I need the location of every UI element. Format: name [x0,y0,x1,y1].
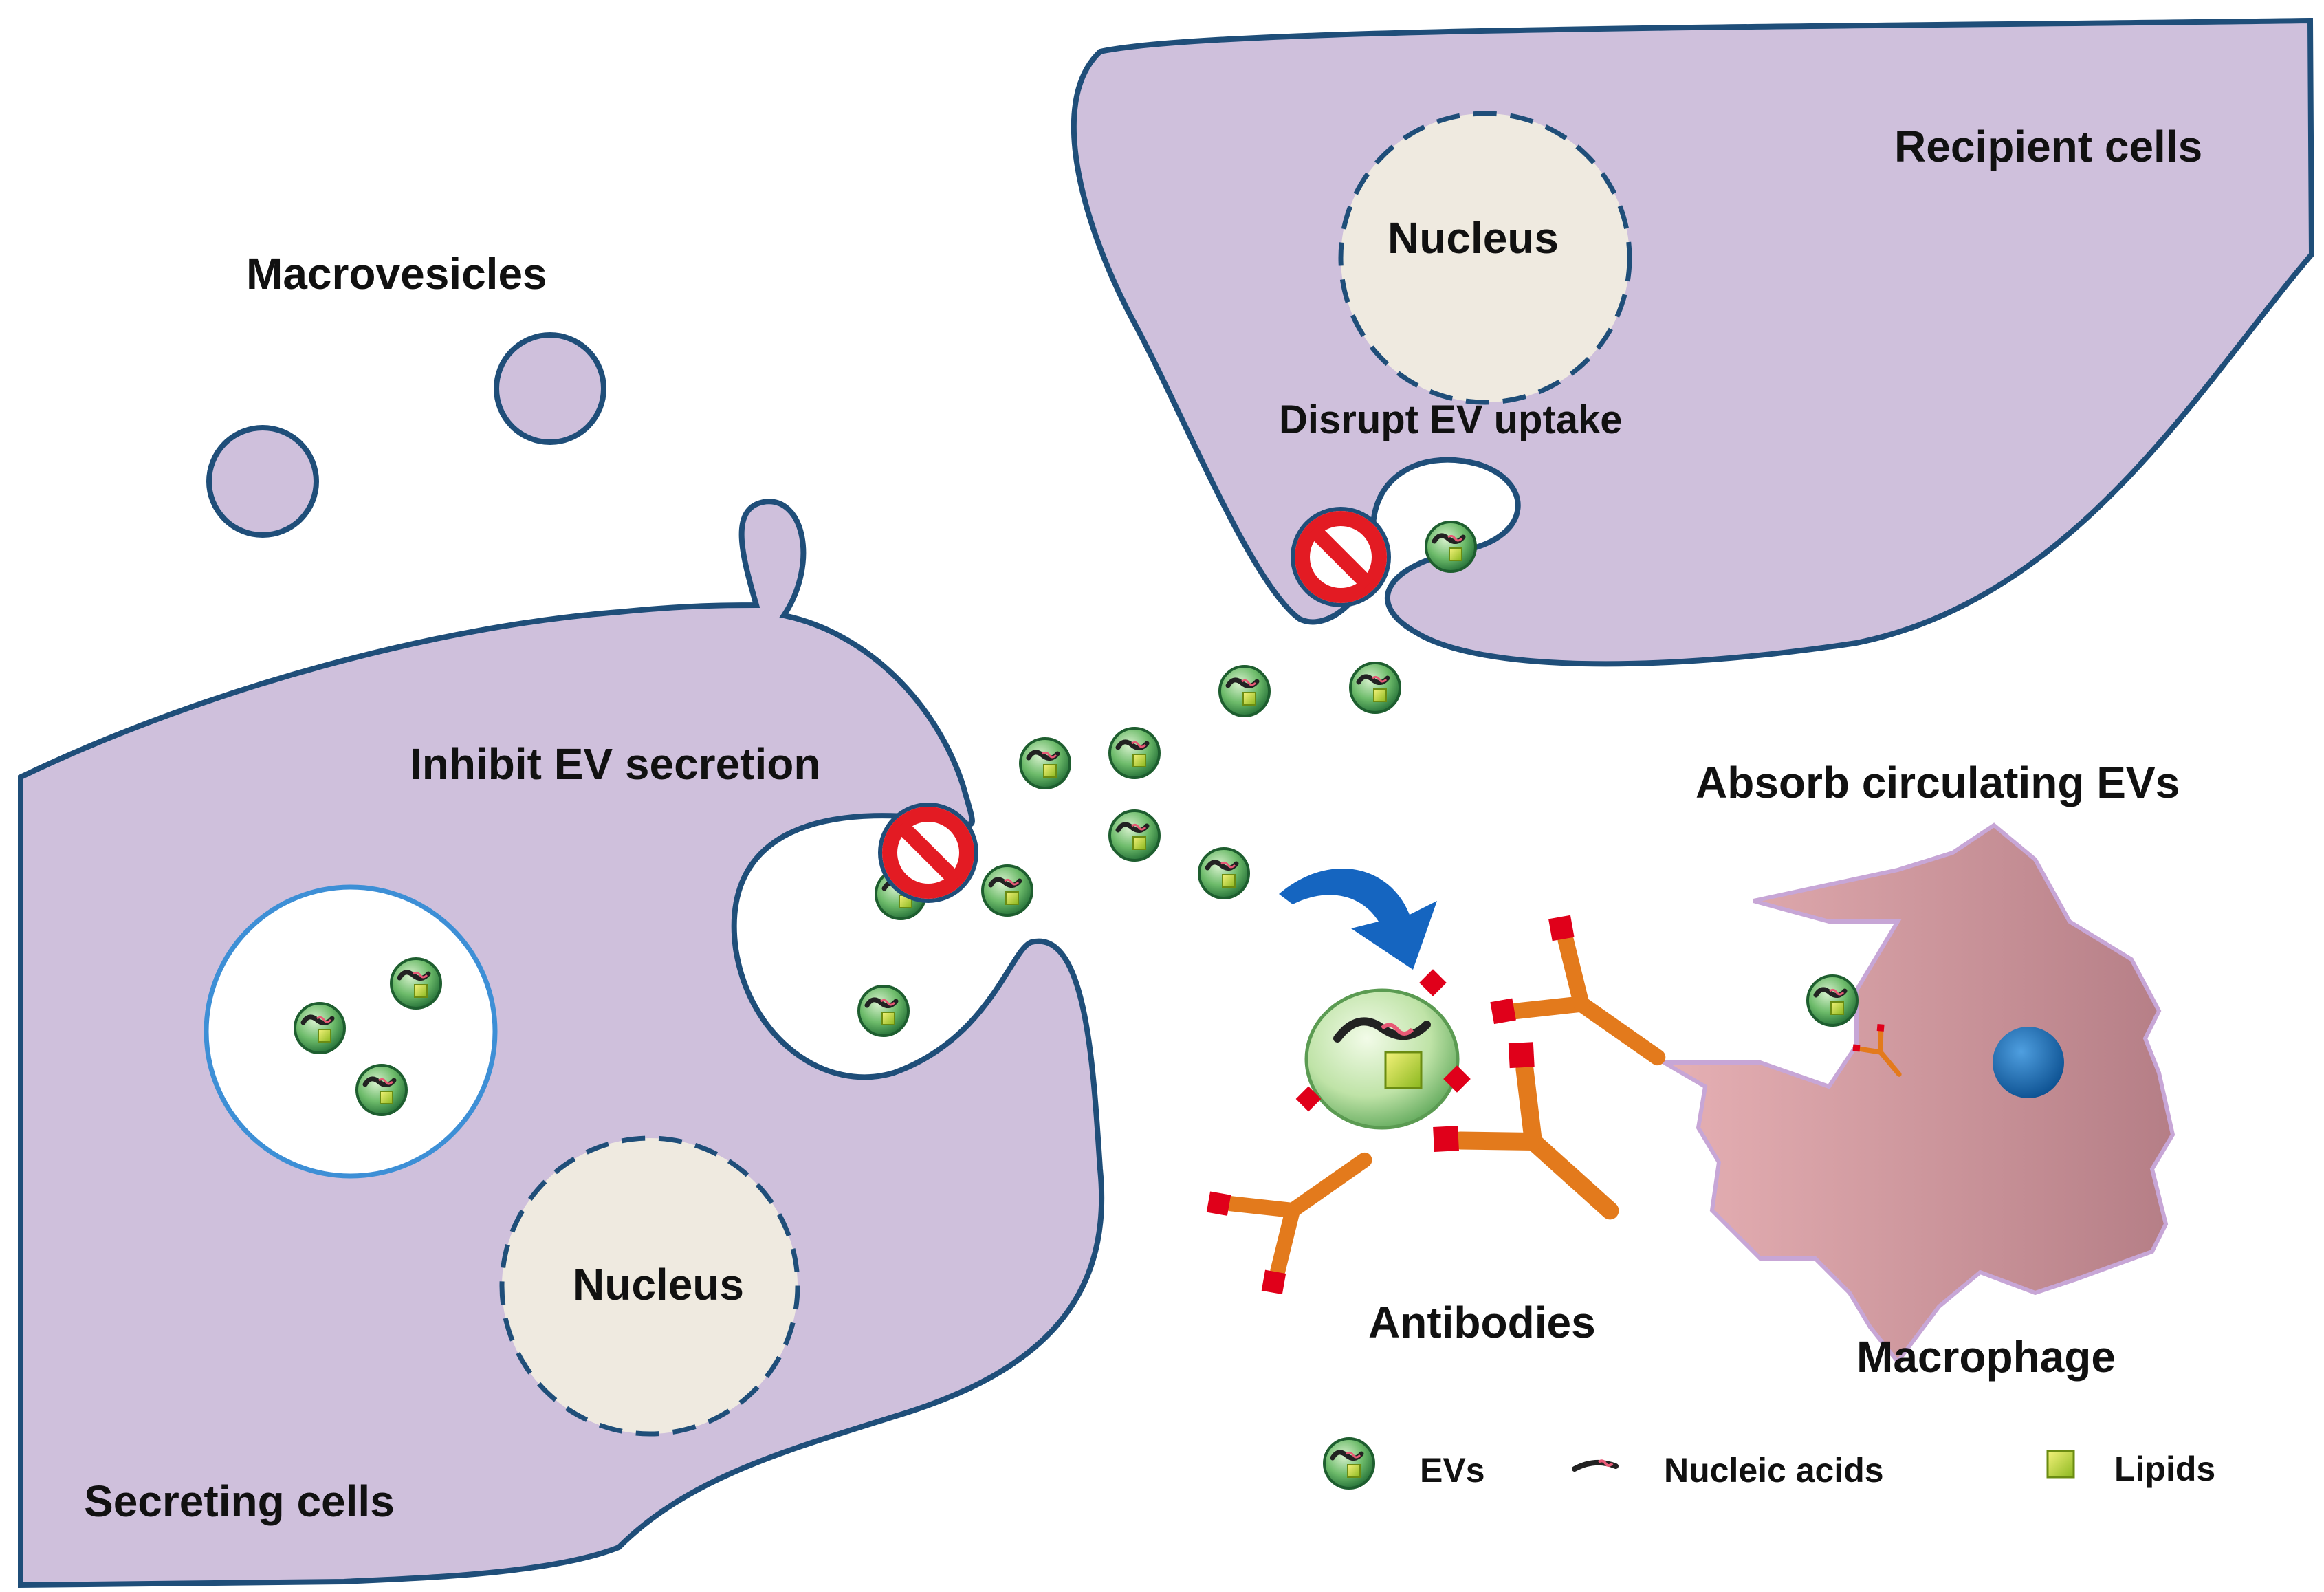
legend-nucleic-acids: Nucleic acids [1664,1451,1884,1490]
antibody-icon [1481,906,1696,1112]
recipient-nucleus [1338,111,1632,405]
ev-icon [983,866,1032,915]
antibody-bound-ev [1304,988,1460,1130]
arrow-icon [1279,868,1437,970]
secreting-cell [18,499,1105,1589]
ev-icon [1199,849,1249,898]
antibody-tip [1419,969,1447,996]
label-inhibit-secretion: Inhibit EV secretion [410,739,820,789]
macrophage-nucleus [1993,1027,2064,1098]
recipient-cell [1071,17,2315,667]
block-icon [880,805,976,901]
ev-icon [1324,1439,1374,1488]
label-macrovesicles: Macrovesicles [246,249,547,298]
legend-evs: EVs [1420,1451,1485,1490]
nucleic-acid-icon [1572,1459,1619,1472]
legend: EVs Nucleic acids Lipids [1324,1439,2215,1490]
ev-icon [357,1065,406,1115]
label-disrupt-uptake: Disrupt EV uptake [1279,397,1623,442]
ev-icon [1808,976,1857,1025]
ev-icon [295,1003,344,1053]
legend-lipids: Lipids [2114,1450,2215,1488]
label-absorb-evs: Absorb circulating EVs [1696,758,2180,807]
antibody-tip [1295,1086,1322,1112]
ev-icon [1220,666,1269,716]
antibody-icon [1198,1109,1400,1302]
block-icon [1293,509,1389,605]
label-recipient-nucleus: Nucleus [1388,213,1559,263]
multivesicular-body [204,884,498,1179]
ev-icon [1350,663,1400,712]
secreting-nucleus [499,1135,800,1437]
ev-icon [1426,522,1476,571]
label-secreting-cells: Secreting cells [84,1476,395,1526]
macrovesicle [494,332,606,445]
macrophage [1656,822,2175,1365]
label-antibodies: Antibodies [1368,1298,1596,1347]
macrovesicle [206,425,319,538]
label-macrophage: Macrophage [1856,1332,2116,1382]
ev-icon [1020,739,1070,788]
lipid-icon [2046,1450,2075,1479]
ev-icon [859,986,908,1036]
ev-icon [1110,811,1159,860]
antibody-tip [1443,1065,1471,1093]
label-recipient-cells: Recipient cells [1894,122,2202,171]
label-secreting-nucleus: Nucleus [573,1260,744,1309]
ev-icon [1110,728,1159,778]
ev-icon [391,959,441,1008]
